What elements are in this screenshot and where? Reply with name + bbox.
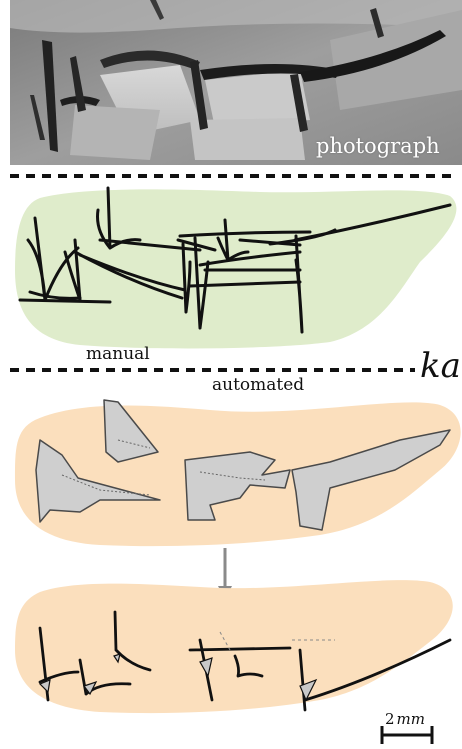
wedge-face <box>70 105 160 160</box>
scale-bar <box>382 726 432 744</box>
photograph-label: photograph <box>316 134 440 158</box>
manual-label: manual <box>86 344 150 364</box>
scale-unit: mm <box>397 710 425 728</box>
scale-value: 2 <box>385 710 395 728</box>
result-panel <box>15 580 453 713</box>
automated-label: automated <box>212 375 304 395</box>
result-region <box>15 580 453 713</box>
manual-panel <box>15 188 456 348</box>
sign-name-label: ka <box>420 346 461 386</box>
automated-panel <box>15 400 461 600</box>
